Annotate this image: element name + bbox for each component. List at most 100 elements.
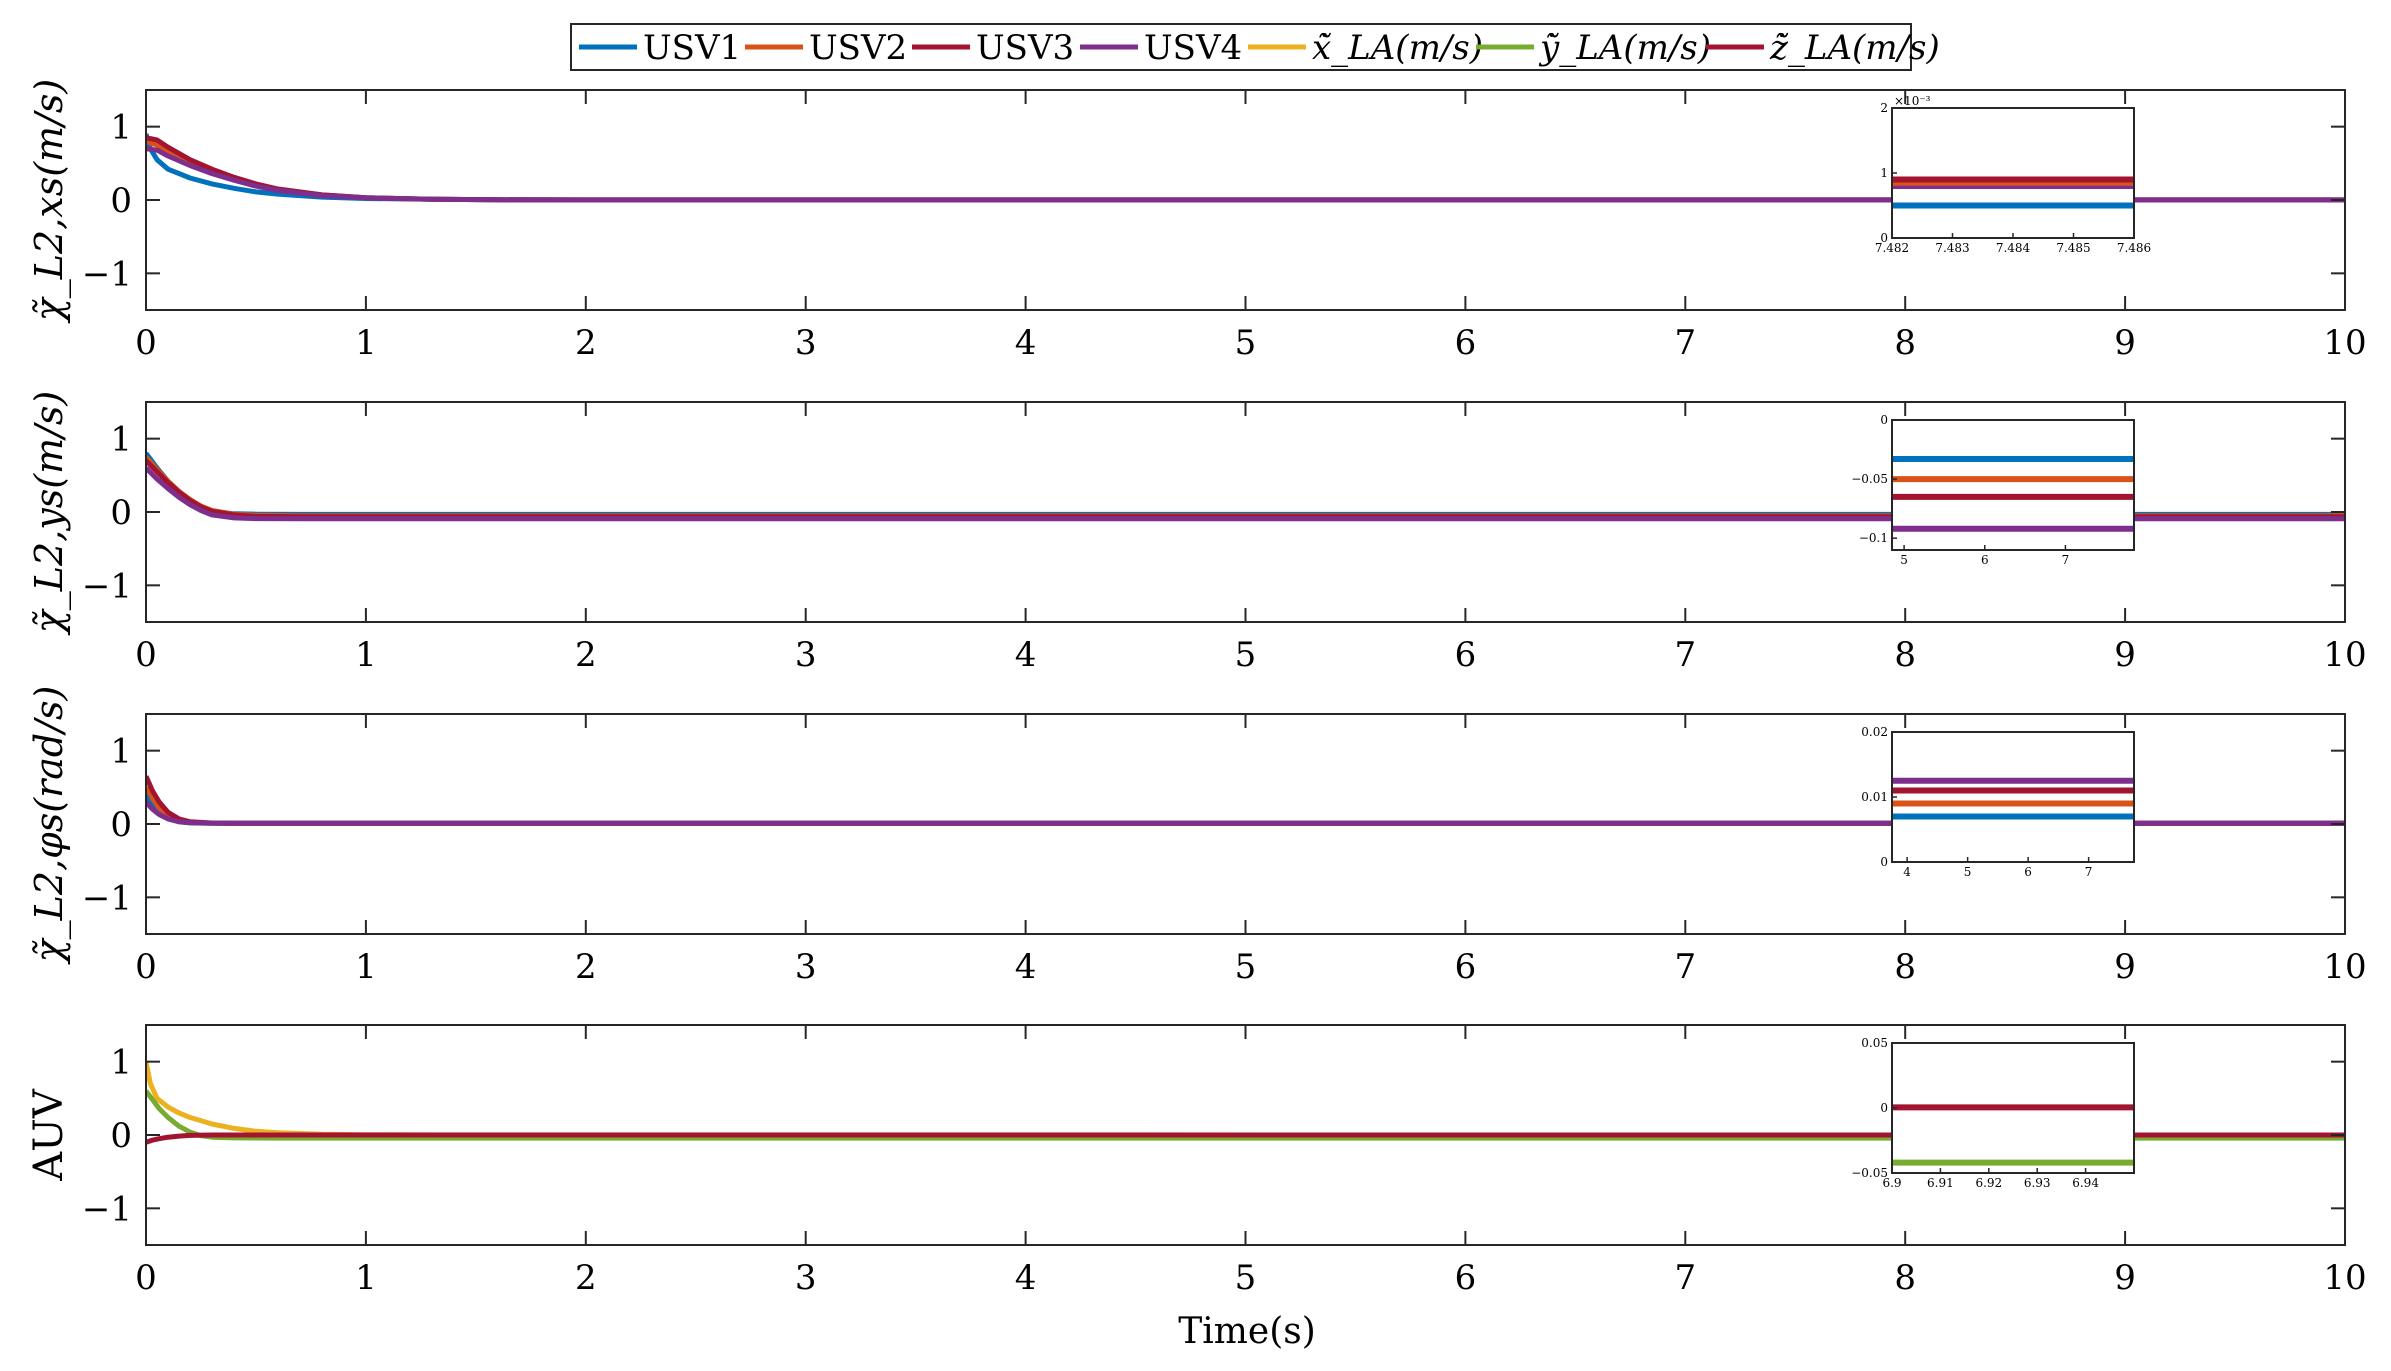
inset-box <box>1891 107 2135 239</box>
x-tick-label: 8 <box>1894 635 1916 675</box>
y-axis-label: χ̃_L2,φs(rad/s) <box>27 686 72 966</box>
x-tick-label: 8 <box>1894 1258 1916 1298</box>
x-tick-label: 0 <box>135 635 157 675</box>
inset-x-tick-label: 7 <box>2062 553 2070 567</box>
inset-x-tick-label: 4 <box>1903 865 1911 879</box>
inset-x-tick-label: 6 <box>2024 865 2032 879</box>
legend-label: ỹ̇_LA(m/s) <box>1538 28 1711 68</box>
y-tick-label: −1 <box>82 1189 132 1229</box>
inset-exponent-label: ×10⁻³ <box>1894 94 1931 108</box>
y-tick-label: 0 <box>110 1116 132 1156</box>
x-tick-label: 4 <box>1015 635 1037 675</box>
x-tick-label: 7 <box>1674 947 1696 987</box>
y-tick-label: 1 <box>110 420 132 460</box>
x-tick-label: 7 <box>1674 635 1696 675</box>
series-line-usv4 <box>146 466 2345 522</box>
x-tick-label: 1 <box>355 635 377 675</box>
legend-label: USV1 <box>643 28 741 68</box>
inset-y-tick-label: 0.02 <box>1861 725 1888 739</box>
inset-y-tick-label: 0 <box>1880 413 1888 427</box>
x-tick-label: 3 <box>795 323 817 363</box>
inset-y-tick-label: 0 <box>1880 1101 1888 1115</box>
legend-label: z̃̇_LA(m/s) <box>1769 28 1940 68</box>
series-line-z-la-m-s- <box>146 1132 2345 1145</box>
inset-y-tick-label: 1 <box>1880 166 1888 180</box>
inset-x-tick-label: 6.9 <box>1882 1176 1901 1190</box>
x-tick-label: 4 <box>1015 323 1037 363</box>
inset-x-tick-label: 7.484 <box>1996 241 2031 255</box>
x-tick-label: 4 <box>1015 1258 1037 1298</box>
x-tick-label: 10 <box>2323 947 2366 987</box>
x-tick-label: 0 <box>135 947 157 987</box>
inset-x-tick-label: 6.91 <box>1927 1176 1954 1190</box>
inset-box <box>1891 731 2135 863</box>
inset-zoom: 4 5 6 7 0.02 0.01 0 <box>1861 725 2135 879</box>
x-tick-label: 2 <box>575 635 597 675</box>
x-axis-label: Time(s) <box>1178 1311 1316 1352</box>
y-tick-label: 0 <box>110 493 132 533</box>
inset-x-tick-label: 7.483 <box>1935 241 1969 255</box>
series-line-usv4 <box>146 146 2345 203</box>
x-tick-label: 5 <box>1235 635 1257 675</box>
inset-x-tick-label: 7 <box>2085 865 2093 879</box>
x-tick-label: 2 <box>575 1258 597 1298</box>
inset-y-tick-label: 0 <box>1880 855 1888 869</box>
series-line--la-m-s- <box>146 1089 2345 1141</box>
x-tick-label: 1 <box>355 323 377 363</box>
x-tick-label: 10 <box>2323 1258 2366 1298</box>
x-tick-label: 6 <box>1455 323 1477 363</box>
y-tick-label: −1 <box>82 566 132 606</box>
y-tick-label: 0 <box>110 805 132 845</box>
y-tick-label: 1 <box>110 1043 132 1083</box>
x-tick-label: 3 <box>795 635 817 675</box>
y-axis-label: AUV <box>26 1088 72 1182</box>
x-tick-label: 1 <box>355 1258 377 1298</box>
x-tick-label: 3 <box>795 947 817 987</box>
inset-y-tick-label: 2 <box>1880 101 1888 115</box>
x-tick-label: 9 <box>2114 323 2136 363</box>
y-tick-label: −1 <box>82 254 132 294</box>
y-tick-label: 1 <box>110 732 132 772</box>
x-tick-label: 10 <box>2323 635 2366 675</box>
x-tick-label: 0 <box>135 1258 157 1298</box>
x-tick-label: 6 <box>1455 1258 1477 1298</box>
inset-x-tick-label: 5 <box>1964 865 1972 879</box>
y-tick-label: 0 <box>110 181 132 221</box>
inset-x-tick-label: 6.92 <box>1975 1176 2002 1190</box>
inset-x-tick-label: 7.485 <box>2056 241 2090 255</box>
x-tick-label: 1 <box>355 947 377 987</box>
y-tick-label: −1 <box>82 878 132 918</box>
inset-y-tick-label: −0.1 <box>1859 531 1888 545</box>
legend-label: USV2 <box>809 28 907 68</box>
x-tick-label: 4 <box>1015 947 1037 987</box>
inset-y-tick-label: −0.05 <box>1851 1166 1888 1180</box>
x-tick-label: 6 <box>1455 635 1477 675</box>
x-tick-label: 9 <box>2114 947 2136 987</box>
x-tick-label: 8 <box>1894 323 1916 363</box>
inset-zoom: 6.9 6.91 6.92 6.93 6.94 0.05 0 −0.05 <box>1851 1036 2135 1190</box>
x-tick-label: 5 <box>1235 323 1257 363</box>
y-axis-label: χ̃_L2,xs(m/s) <box>27 79 72 324</box>
x-tick-label: 7 <box>1674 323 1696 363</box>
x-tick-label: 5 <box>1235 947 1257 987</box>
series-line-usv4 <box>146 800 2345 826</box>
inset-y-tick-label: 0.01 <box>1861 790 1888 804</box>
inset-y-tick-label: 0.05 <box>1861 1036 1888 1050</box>
inset-x-tick-label: 6.94 <box>2072 1176 2099 1190</box>
x-tick-label: 6 <box>1455 947 1477 987</box>
legend-label: USV3 <box>976 28 1074 68</box>
inset-x-tick-label: 6.93 <box>2024 1176 2051 1190</box>
inset-x-tick-label: 6 <box>1981 553 1989 567</box>
legend-label: x̃̇_LA(m/s) <box>1312 28 1483 68</box>
x-tick-label: 3 <box>795 1258 817 1298</box>
x-tick-label: 2 <box>575 947 597 987</box>
x-tick-label: 10 <box>2323 323 2366 363</box>
